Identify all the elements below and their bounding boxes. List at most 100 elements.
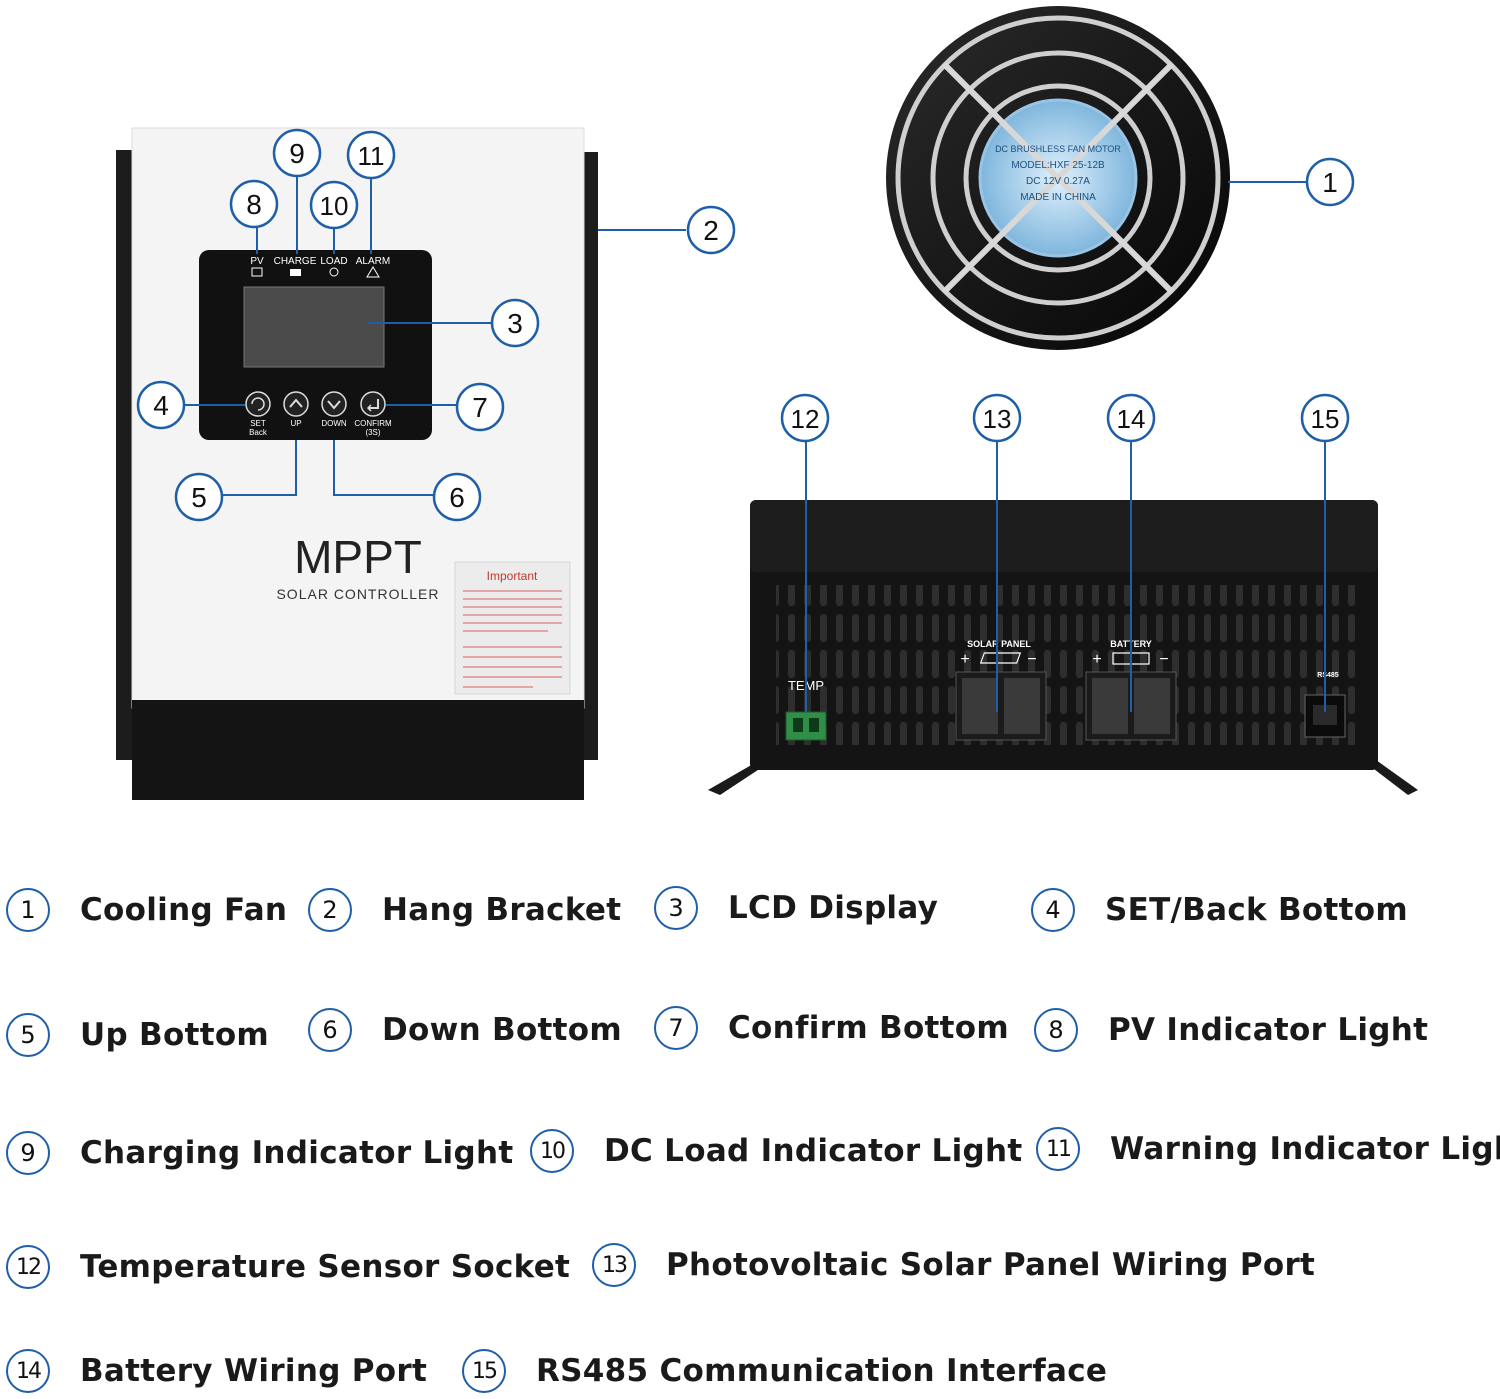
callout-5: 5	[174, 472, 224, 522]
legend-item-hang-bracket: 2 Hang Bracket	[308, 885, 621, 935]
indicator-charge-label: CHARGE	[274, 256, 317, 267]
product-diagram: PV CHARGE LOAD ALARM SET Back UP DOWN CO…	[116, 6, 1418, 800]
legend-label: Photovoltaic Solar Panel Wiring Port	[666, 1247, 1316, 1283]
solar-plus-sign: +	[960, 651, 969, 668]
svg-text:9: 9	[289, 138, 305, 169]
legend-item-confirm: 7 Confirm Bottom	[654, 1003, 1009, 1053]
svg-text:14: 14	[1117, 404, 1146, 434]
callout-4: 4	[136, 380, 186, 430]
confirm-hold-label: (3S)	[365, 428, 380, 437]
legend-label: SET/Back Bottom	[1105, 892, 1408, 928]
solar-panel-label: SOLAR PANEL	[967, 639, 1031, 649]
callout-7: 7	[455, 382, 505, 432]
legend-label: Hang Bracket	[382, 892, 622, 928]
rs485-label: RS485	[1317, 672, 1339, 679]
set-back-button[interactable]	[245, 391, 271, 417]
legend-label: Temperature Sensor Socket	[80, 1249, 571, 1285]
legend-item-rs485: 15 RS485 Communication Interface	[462, 1346, 1107, 1396]
product-title: MPPT	[294, 531, 422, 583]
load-indicator-icon	[329, 267, 339, 277]
svg-text:7: 7	[472, 392, 488, 423]
callout-10: 10	[309, 180, 359, 230]
callout-3: 3	[490, 298, 540, 348]
set-button-label: SET	[250, 419, 266, 428]
battery-minus-sign: −	[1159, 651, 1168, 668]
legend-number: 12	[6, 1245, 50, 1289]
legend-number: 2	[308, 888, 352, 932]
controller-front: PV CHARGE LOAD ALARM SET Back UP DOWN CO…	[116, 127, 598, 800]
alarm-indicator-icon	[366, 266, 380, 278]
legend-item-cooling-fan: 1 Cooling Fan	[6, 885, 287, 935]
left-bracket	[116, 150, 136, 760]
bottom-cover	[132, 700, 584, 800]
legend-number: 7	[654, 1006, 698, 1050]
fan-sticker-line-3: DC 12V 0.27A	[1026, 176, 1090, 187]
legend-label: DC Load Indicator Light	[604, 1133, 1023, 1169]
down-button-label: DOWN	[321, 419, 347, 428]
legend-item-lcd-display: 3 LCD Display	[654, 883, 938, 933]
legend-item-charging-indicator: 9 Charging Indicator Light	[6, 1128, 513, 1178]
callout-14: 14	[1106, 393, 1156, 443]
legend-number: 11	[1036, 1127, 1080, 1171]
callout-1: 1	[1305, 157, 1355, 207]
legend-number: 8	[1034, 1008, 1078, 1052]
up-button[interactable]	[283, 391, 309, 417]
down-button[interactable]	[321, 391, 347, 417]
legend-label: Warning Indicator Light	[1110, 1131, 1500, 1167]
callout-15: 15	[1300, 393, 1350, 443]
legend-number: 1	[6, 888, 50, 932]
legend-label: Battery Wiring Port	[80, 1353, 428, 1389]
svg-text:1: 1	[1322, 167, 1338, 198]
back-button-label: Back	[249, 428, 268, 437]
charge-indicator-icon	[290, 269, 301, 276]
solar-panel-icon	[979, 652, 1022, 664]
battery-plus-sign: +	[1092, 651, 1101, 668]
svg-text:3: 3	[507, 308, 523, 339]
up-button-label: UP	[290, 419, 301, 428]
fan-sticker-line-4: MADE IN CHINA	[1020, 192, 1096, 203]
product-subtitle: SOLAR CONTROLLER	[276, 586, 439, 602]
callout-8: 8	[229, 179, 279, 229]
legend-label: Confirm Bottom	[728, 1010, 1009, 1046]
legend-number: 10	[530, 1129, 574, 1173]
lcd-display	[243, 286, 385, 368]
svg-text:10: 10	[320, 191, 349, 221]
legend-label: Up Bottom	[80, 1017, 270, 1053]
svg-text:11: 11	[358, 141, 385, 171]
legend-label: LCD Display	[728, 890, 939, 926]
legend-label: Charging Indicator Light	[80, 1135, 514, 1171]
svg-text:5: 5	[191, 482, 207, 513]
confirm-button[interactable]	[360, 391, 386, 417]
svg-text:4: 4	[153, 390, 169, 421]
legend-number: 3	[654, 886, 698, 930]
solar-minus-sign: −	[1027, 651, 1036, 668]
legend-number: 4	[1031, 888, 1075, 932]
leader-lines	[184, 176, 1326, 712]
legend-number: 13	[592, 1243, 636, 1287]
cooling-fan: DC BRUSHLESS FAN MOTOR MODEL:HXF 25-12B …	[886, 6, 1230, 350]
callout-9: 9	[272, 128, 322, 178]
indicator-load-label: LOAD	[320, 256, 347, 267]
legend-number: 5	[6, 1013, 50, 1057]
legend-item-down: 6 Down Bottom	[308, 1005, 622, 1055]
temp-sensor-socket	[785, 711, 827, 741]
legend-label: Down Bottom	[382, 1012, 622, 1048]
callout-6: 6	[432, 472, 482, 522]
indicator-alarm-label: ALARM	[356, 256, 390, 267]
legend-label: Cooling Fan	[80, 892, 288, 928]
legend-item-battery-port: 14 Battery Wiring Port	[6, 1346, 427, 1396]
legend-number: 14	[6, 1349, 50, 1393]
svg-text:12: 12	[791, 404, 820, 434]
callout-12: 12	[780, 393, 830, 443]
fan-sticker-line-2: MODEL:HXF 25-12B	[1011, 160, 1105, 171]
legend-item-pv-indicator: 8 PV Indicator Light	[1034, 1005, 1428, 1055]
legend-number: 6	[308, 1008, 352, 1052]
fan-sticker-line-1: DC BRUSHLESS FAN MOTOR	[995, 144, 1121, 154]
controller-bottom-view: TEMP SOLAR PANEL + − BATTERY + − RS485	[708, 500, 1418, 795]
callout-11: 11	[346, 130, 396, 180]
callout-13: 13	[972, 393, 1022, 443]
svg-text:2: 2	[703, 215, 719, 246]
confirm-button-label: CONFIRM	[354, 419, 392, 428]
legend-number: 15	[462, 1349, 506, 1393]
legend-item-warning-indicator: 11 Warning Indicator Light	[1036, 1124, 1500, 1174]
